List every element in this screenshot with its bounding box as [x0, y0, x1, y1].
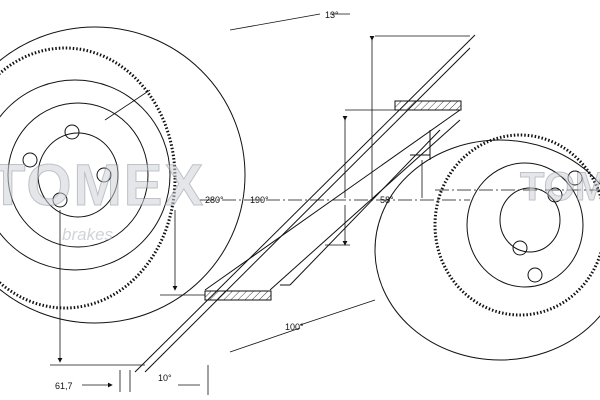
dim-label-thickness: 10° — [158, 373, 172, 383]
bolt-hole — [512, 240, 528, 256]
bolt-hole — [547, 187, 563, 203]
bolt-hole — [96, 167, 112, 183]
perspective-line — [269, 119, 461, 291]
bolt-hole — [567, 170, 583, 186]
left-disc-outer-edge — [0, 26, 246, 324]
right-disc-inner-ring — [466, 162, 584, 288]
bolt-hole — [64, 124, 80, 140]
dim-leader-top — [229, 13, 321, 31]
dimension-lines — [50, 13, 600, 395]
right-disc-rear-view — [374, 133, 600, 361]
left-disc-bolt-holes — [22, 124, 112, 208]
bolt-hole — [22, 152, 38, 168]
perspective-line — [289, 129, 441, 286]
left-disc-hat-ring — [7, 102, 149, 248]
left-disc-front-view — [0, 26, 246, 324]
left-disc-hub-ring — [37, 132, 119, 218]
dim-bottom-leader — [299, 299, 376, 326]
dim-label-center-bore: 58° — [380, 195, 394, 205]
bolt-hole — [527, 267, 543, 283]
dim-label-top-diameter: 13° — [325, 10, 339, 20]
dim-label-stud-circle: 100° — [285, 322, 304, 332]
left-disc-inner-ring — [0, 79, 171, 271]
right-disc-shadow-edge — [433, 133, 600, 317]
section-outline — [205, 290, 272, 301]
right-disc-outer-edge — [374, 139, 600, 361]
dim-label-hat-diameter: 190° — [250, 195, 269, 205]
dim-bottom-leader — [229, 327, 301, 353]
perspective-line — [134, 34, 476, 373]
dim-label-hat-height: 61,7 — [55, 381, 73, 391]
watermark-subtext: brakes — [62, 225, 114, 244]
section-hatch-lower — [204, 290, 272, 301]
watermark-logo-right: TOMEX — [520, 165, 600, 209]
left-disc-shadow-edge — [0, 46, 177, 310]
right-disc-bolt-holes — [512, 170, 583, 283]
bolt-hole — [52, 192, 68, 208]
watermark-logo-left: TOMEX — [0, 153, 205, 218]
dim-label-outer-diameter: 280° — [205, 195, 224, 205]
section-hatch-upper — [394, 100, 462, 111]
section-outline — [395, 100, 462, 111]
tomex-watermark: TOMEX TOMEX brakes — [0, 153, 600, 245]
left-disc-leader — [104, 89, 151, 121]
right-disc-hub-ring — [499, 187, 561, 253]
